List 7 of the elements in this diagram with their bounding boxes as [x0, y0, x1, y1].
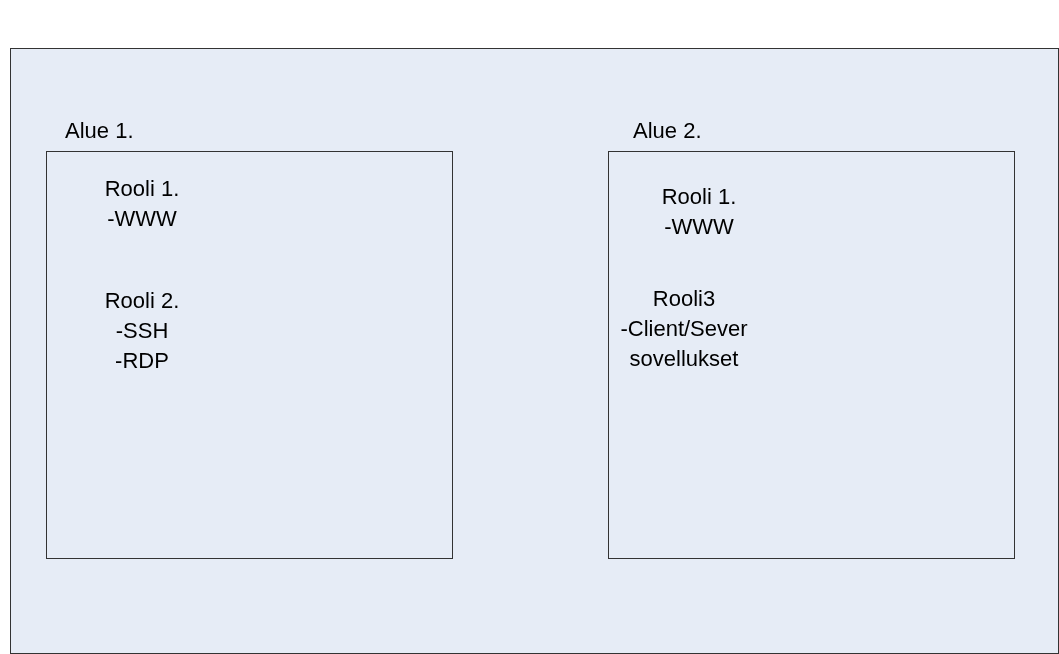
container-box: [10, 48, 1059, 654]
role-text: Rooli 1. -WWW: [660, 183, 738, 241]
role-text: Rooli 1. -WWW: [103, 175, 181, 233]
role-text: Rooli 2. -SSH -RDP: [103, 287, 181, 375]
area-heading: Alue 1.: [65, 117, 135, 145]
role-text: Rooli3 -Client/Sever sovellukset: [619, 285, 749, 373]
area-heading: Alue 2.: [633, 117, 703, 145]
